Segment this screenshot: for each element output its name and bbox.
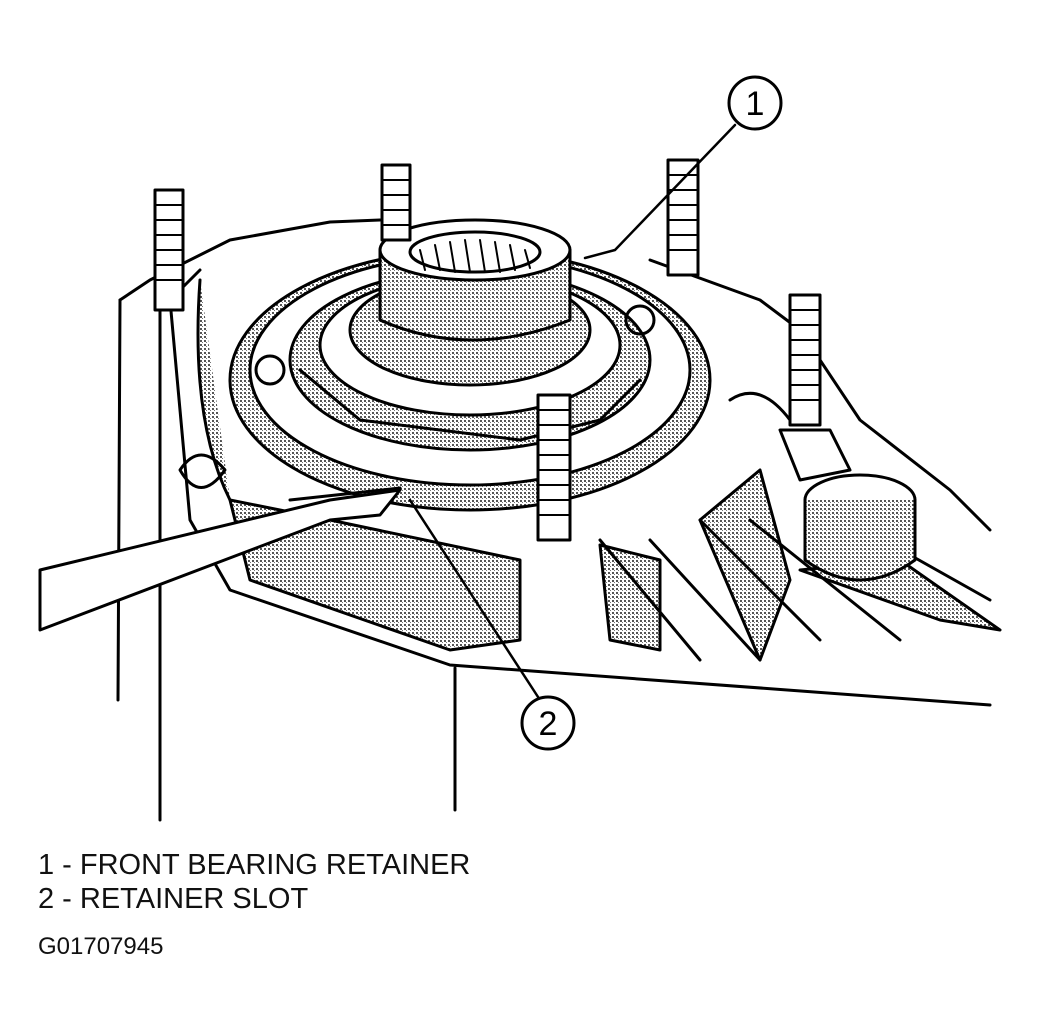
pry-tool <box>38 486 402 632</box>
callout-2: 2 <box>520 695 576 751</box>
stud <box>380 163 412 242</box>
callout-leaders <box>408 123 737 702</box>
transfer-case-illustration: 1 2 <box>38 75 1002 822</box>
case-boss <box>803 473 917 582</box>
svg-text:2: 2 <box>539 705 558 743</box>
legend-item-2: 2 - RETAINER SLOT <box>38 883 309 915</box>
input-shaft <box>378 218 572 342</box>
legend: 1 - FRONT BEARING RETAINER 2 - RETAINER … <box>38 848 470 916</box>
callout-1: 1 <box>727 75 783 131</box>
stud <box>153 188 185 312</box>
stud <box>788 293 822 427</box>
figure-id: G01707945 <box>38 933 164 960</box>
stud <box>666 158 700 277</box>
stud <box>536 393 572 542</box>
svg-text:1: 1 <box>746 85 765 123</box>
legend-item-1: 1 - FRONT BEARING RETAINER <box>38 849 471 881</box>
